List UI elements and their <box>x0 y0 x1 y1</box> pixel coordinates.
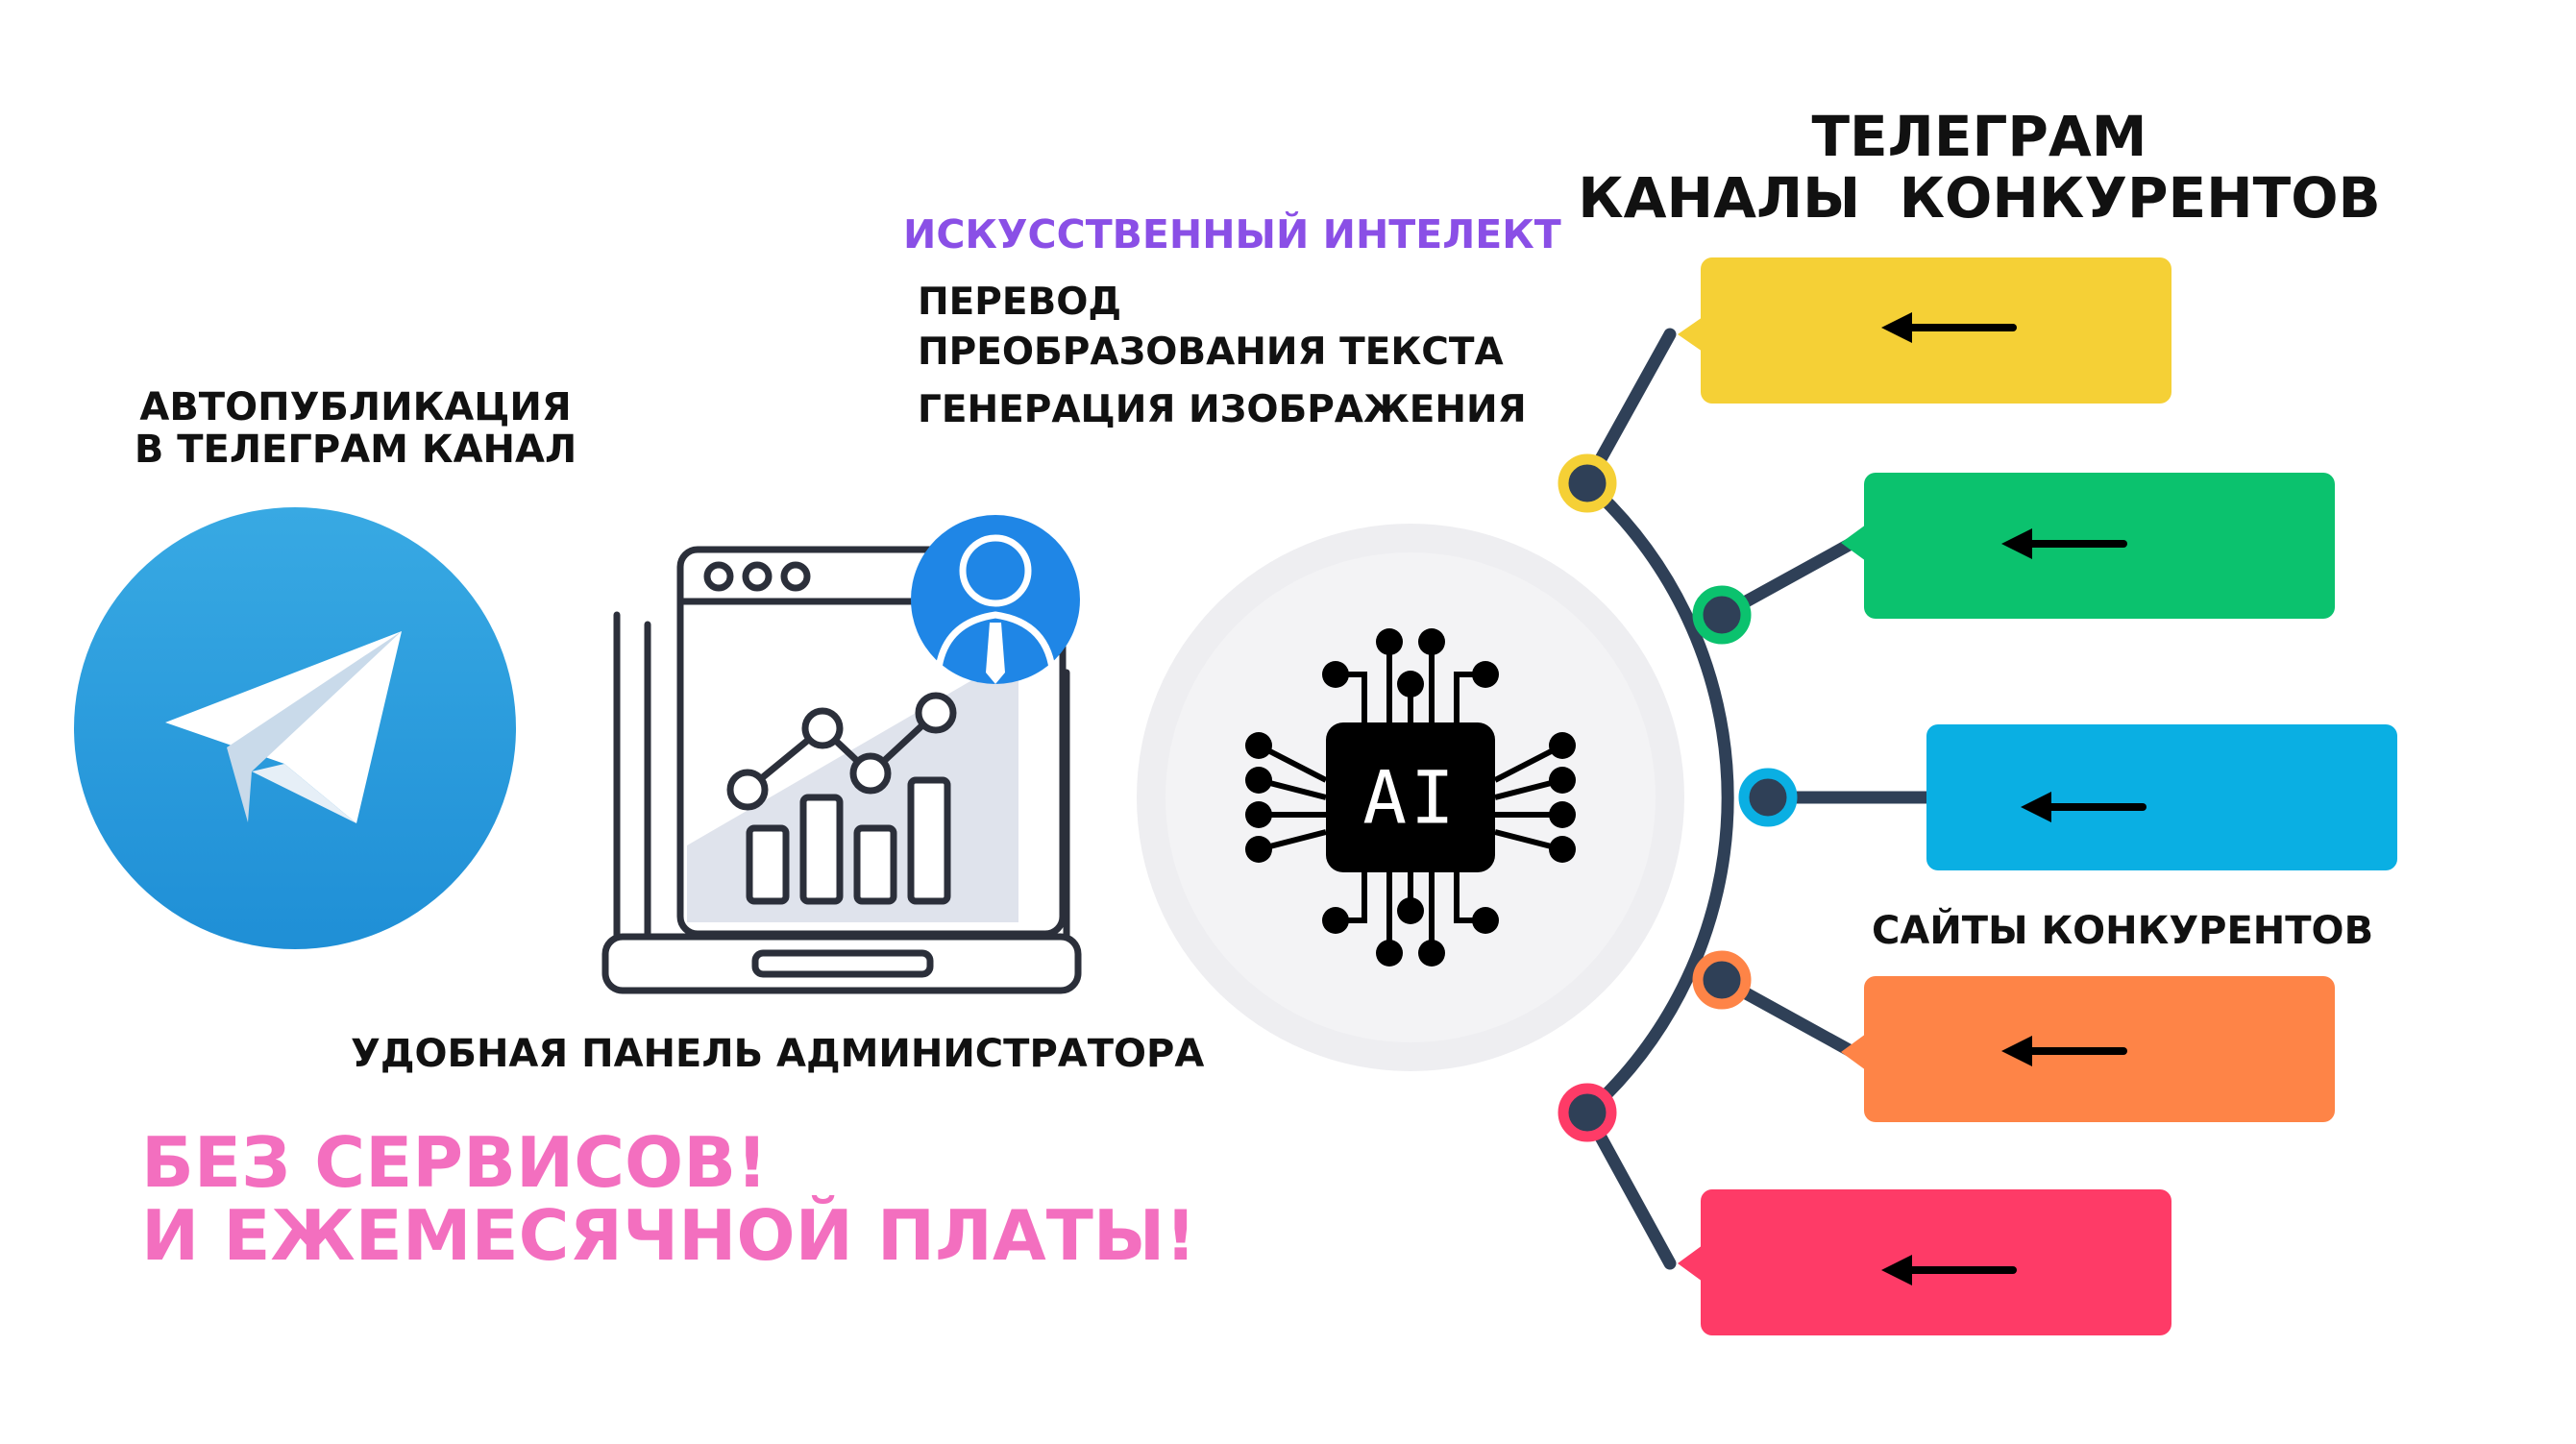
arrow-left-icon <box>1881 312 2017 343</box>
autopublish-line-1: АВТОПУБЛИКАЦИЯ <box>139 385 572 429</box>
source-box-2 <box>1841 473 2335 619</box>
source-box-4 <box>1841 976 2335 1122</box>
junction-nodes <box>1558 453 1798 1142</box>
ai-chip-icon: AI <box>1137 524 1684 1071</box>
feature-image-generation: ГЕНЕРАЦИЯ ИЗОБРАЖЕНИЯ <box>918 388 1527 431</box>
autopublish-label: АВТОПУБЛИКАЦИЯ В ТЕЛЕГРАМ КАНАЛ <box>77 386 634 471</box>
competitor-sites-label: САЙТЫ КОНКУРЕНТОВ <box>1872 909 2374 953</box>
source-box-1 <box>1678 257 2171 404</box>
autopublish-line-2: В ТЕЛЕГРАМ КАНАЛ <box>134 428 577 472</box>
feature-text-transform: ПРЕОБРАЗОВАНИЯ ТЕКСТА <box>918 330 1504 374</box>
arrow-left-icon <box>1881 1255 2017 1285</box>
user-avatar-icon <box>911 515 1080 684</box>
title-line-2: КАНАЛЫ КОНКУРЕНТОВ <box>1578 165 2381 231</box>
title-line-1: ТЕЛЕГРАМ <box>1811 104 2147 169</box>
slogan-line-1: БЕЗ СЕРВИСОВ! <box>141 1122 768 1203</box>
slogan-line-2: И ЕЖЕМЕСЯЧНОЙ ПЛАТЫ! <box>141 1195 1197 1276</box>
source-box-3 <box>1926 724 2397 870</box>
admin-panel-label: УДОБНАЯ ПАНЕЛЬ АДМИНИСТРАТОРА <box>351 1032 1205 1076</box>
arrow-left-icon <box>2001 1036 2127 1066</box>
admin-panel-icon <box>601 546 1082 994</box>
feature-translation: ПЕРЕВОД <box>918 281 1122 324</box>
arrow-left-icon <box>2021 792 2147 822</box>
page-title: ТЕЛЕГРАМ КАНАЛЫ КОНКУРЕНТОВ <box>1576 106 2383 229</box>
telegram-icon <box>74 507 516 949</box>
arrow-left-icon <box>2001 528 2127 559</box>
ai-title: ИСКУССТВЕННЫЙ ИНТЕЛЕКТ <box>903 211 1561 257</box>
source-box-5 <box>1678 1189 2171 1335</box>
ai-chip-label: AI <box>1362 755 1459 841</box>
slogan: БЕЗ СЕРВИСОВ! И ЕЖЕМЕСЯЧНОЙ ПЛАТЫ! <box>141 1126 1196 1272</box>
